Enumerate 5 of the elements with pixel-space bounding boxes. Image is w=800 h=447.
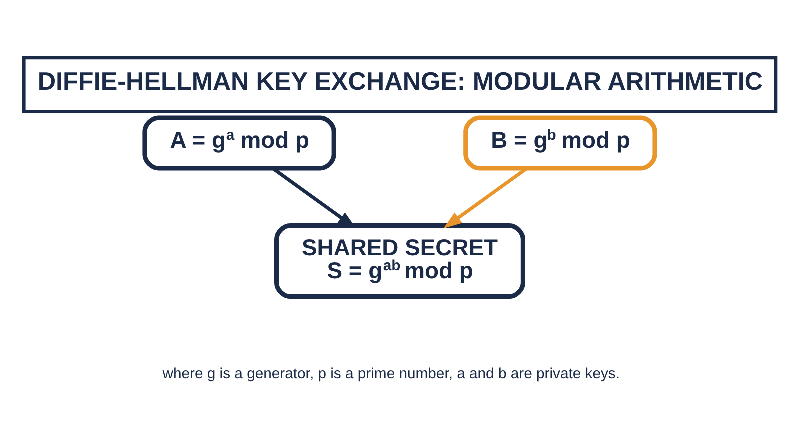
- node-box: SHARED SECRET S = g$^{ab}$ mod p: [274, 224, 526, 300]
- caption: where g is a generator, p is a prime number, a and b are private keys.: [162, 366, 620, 383]
- node-box: B = g$^{b}$ mod p: [464, 116, 658, 171]
- diagram-title: DIFFIE-HELLMAN KEY EXCHANGE: MODULAR ARITHMETIC: [38, 68, 764, 96]
- node-box: A = g$^{a}$ mod p: [142, 116, 336, 171]
